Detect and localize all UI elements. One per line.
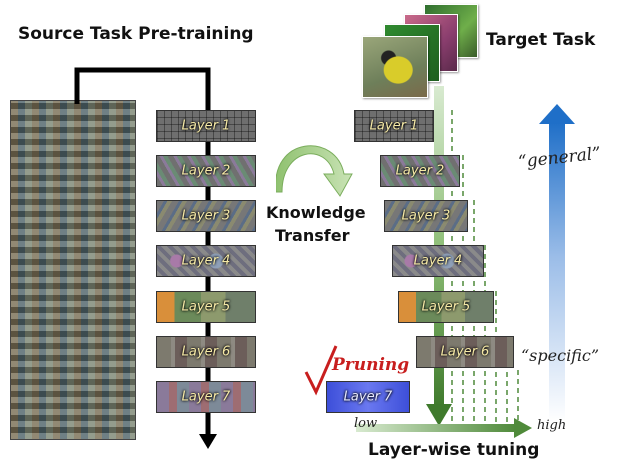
axis-high-label: high xyxy=(537,418,567,433)
source-layer-2: Layer 2 xyxy=(156,155,256,187)
source-layer-6-label: Layer 6 xyxy=(181,344,231,360)
target-layer-2-label: Layer 2 xyxy=(395,163,445,179)
source-layer-3-label: Layer 3 xyxy=(181,208,231,224)
target-layer-3: Layer 3 xyxy=(384,200,468,232)
target-photo-bird xyxy=(362,36,428,98)
target-layer-1: Layer 1 xyxy=(354,110,434,142)
source-layer-5-label: Layer 5 xyxy=(181,299,231,315)
knowledge-transfer-text-2: Transfer xyxy=(275,226,350,245)
target-layer-4-label: Layer 4 xyxy=(413,253,463,269)
target-layer-5-label: Layer 5 xyxy=(421,299,471,315)
source-layer-5: Layer 5 xyxy=(156,291,256,323)
target-task-title: Target Task xyxy=(486,30,596,50)
pruned-layer-7: Layer 7 xyxy=(326,381,410,413)
source-layer-4: Layer 4 xyxy=(156,245,256,277)
source-layer-4-label: Layer 4 xyxy=(181,253,231,269)
target-layer-4: Layer 4 xyxy=(392,245,484,277)
pruned-layer-7-label: Layer 7 xyxy=(343,389,393,405)
axis-low-label: low xyxy=(354,416,378,431)
target-layer-6-label: Layer 6 xyxy=(440,344,490,360)
target-layer-5: Layer 5 xyxy=(398,291,494,323)
knowledge-transfer-arrow-icon xyxy=(276,145,353,197)
source-layer-2-label: Layer 2 xyxy=(181,163,231,179)
target-layer-2: Layer 2 xyxy=(380,155,460,187)
source-layer-6: Layer 6 xyxy=(156,336,256,368)
knowledge-transfer-text-1: Knowledge xyxy=(266,203,366,222)
pruning-label: Pruning xyxy=(332,355,410,375)
specific-label: “specific” xyxy=(521,346,599,365)
source-layer-1-label: Layer 1 xyxy=(181,118,231,134)
source-layer-1: Layer 1 xyxy=(156,110,256,142)
target-layer-3-label: Layer 3 xyxy=(401,208,451,224)
source-image-mosaic xyxy=(10,100,136,440)
target-layer-1-label: Layer 1 xyxy=(369,118,419,134)
source-layer-7-label: Layer 7 xyxy=(181,389,231,405)
target-layer-6: Layer 6 xyxy=(416,336,514,368)
source-task-title: Source Task Pre-training xyxy=(18,24,254,44)
source-layer-7: Layer 7 xyxy=(156,381,256,413)
source-layer-3: Layer 3 xyxy=(156,200,256,232)
layer-wise-tuning-label: Layer-wise tuning xyxy=(368,440,540,460)
